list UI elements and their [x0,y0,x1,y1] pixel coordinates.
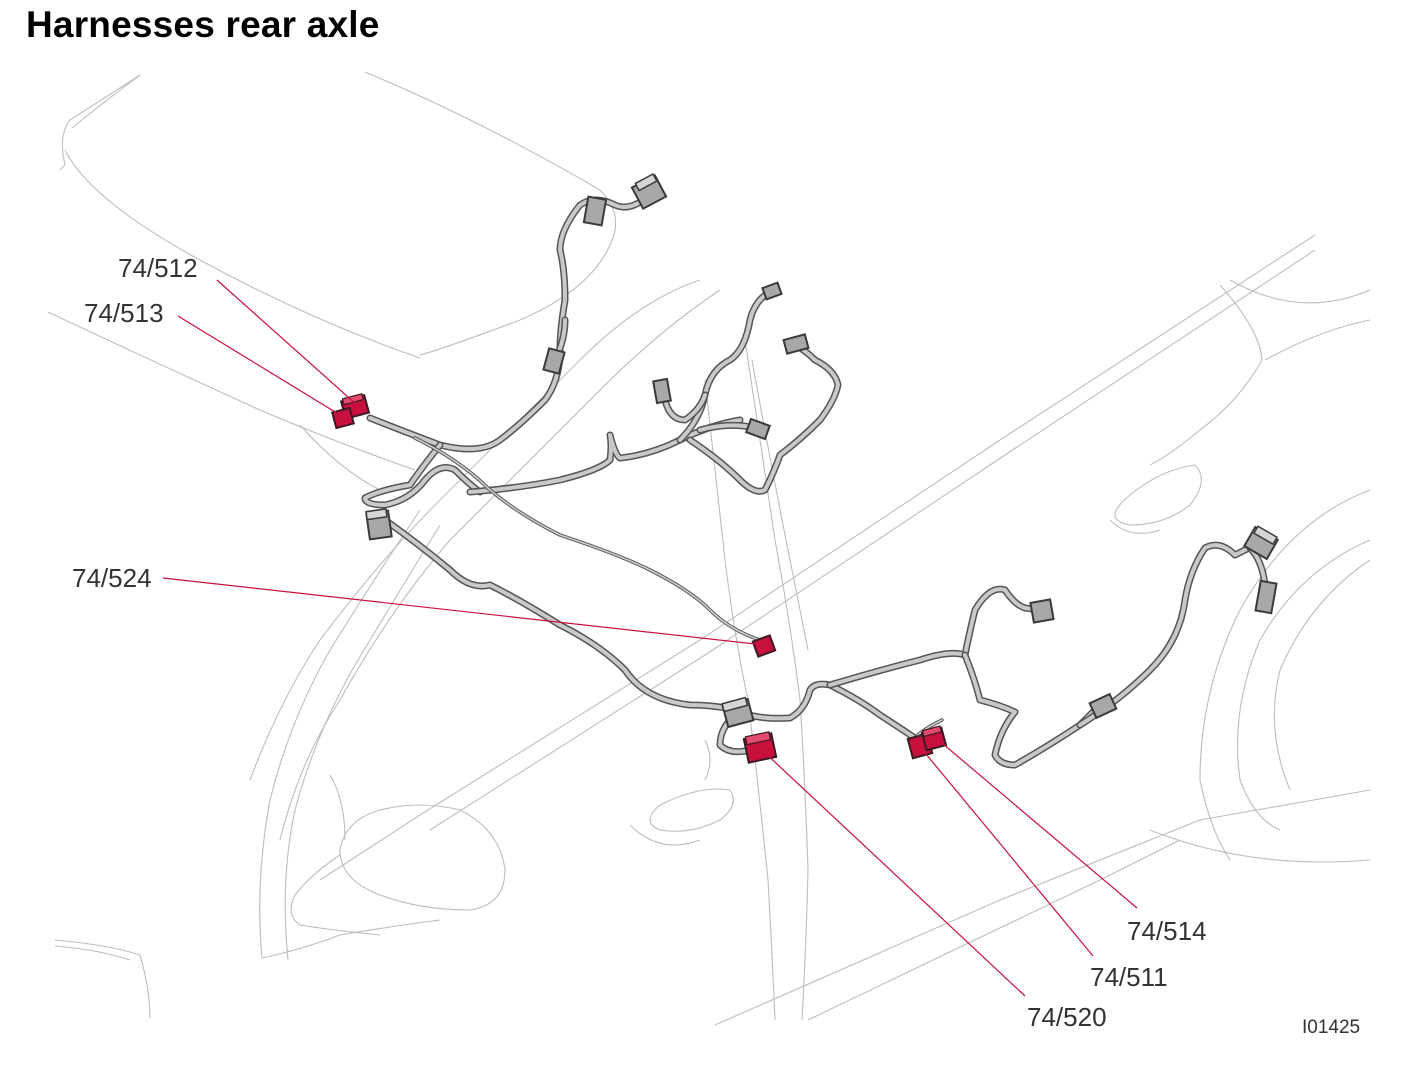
connector-74-524 [751,634,777,658]
connector-top-right [630,172,668,211]
label-74-513: 74/513 [84,298,164,328]
connector-far-right-top [1242,525,1280,561]
label-74-511: 74/511 [1090,962,1168,992]
connector-74-514 [920,725,948,752]
leader-74-514 [935,737,1138,909]
connector-small-top [761,281,783,301]
connector-center-b [652,377,672,405]
connector-top-left [582,195,608,227]
grey-connectors [365,172,1280,729]
leader-74-511 [920,747,1094,957]
label-74-512: 74/512 [118,253,198,283]
callout-labels: 74/512 74/513 74/524 74/514 74/511 74/52… [72,253,1207,1032]
connector-right-b [1088,692,1118,720]
connector-far-right-bottom [1254,579,1278,615]
diagram-title: Harnesses rear axle [26,4,380,45]
connector-center-c [744,417,772,441]
connector-74-513 [331,406,355,430]
car-outline [47,71,1371,1026]
highlighted-connectors [331,393,948,764]
connector-lower-center [721,696,755,729]
connector-upper-mid [542,347,566,375]
connector-center-a [782,333,810,355]
figure-id: I01425 [1302,1017,1360,1038]
label-74-520: 74/520 [1027,1002,1107,1032]
leader-lines [162,279,1138,997]
leader-74-512 [216,279,358,406]
connector-left-lower [365,508,393,541]
leader-74-513 [177,315,346,419]
label-74-524: 74/524 [72,563,152,593]
leader-74-520 [761,749,1026,997]
label-74-514: 74/514 [1127,916,1207,946]
wiring-harness [361,191,1269,769]
leader-74-524 [162,577,765,646]
connector-right-a [1029,598,1055,624]
